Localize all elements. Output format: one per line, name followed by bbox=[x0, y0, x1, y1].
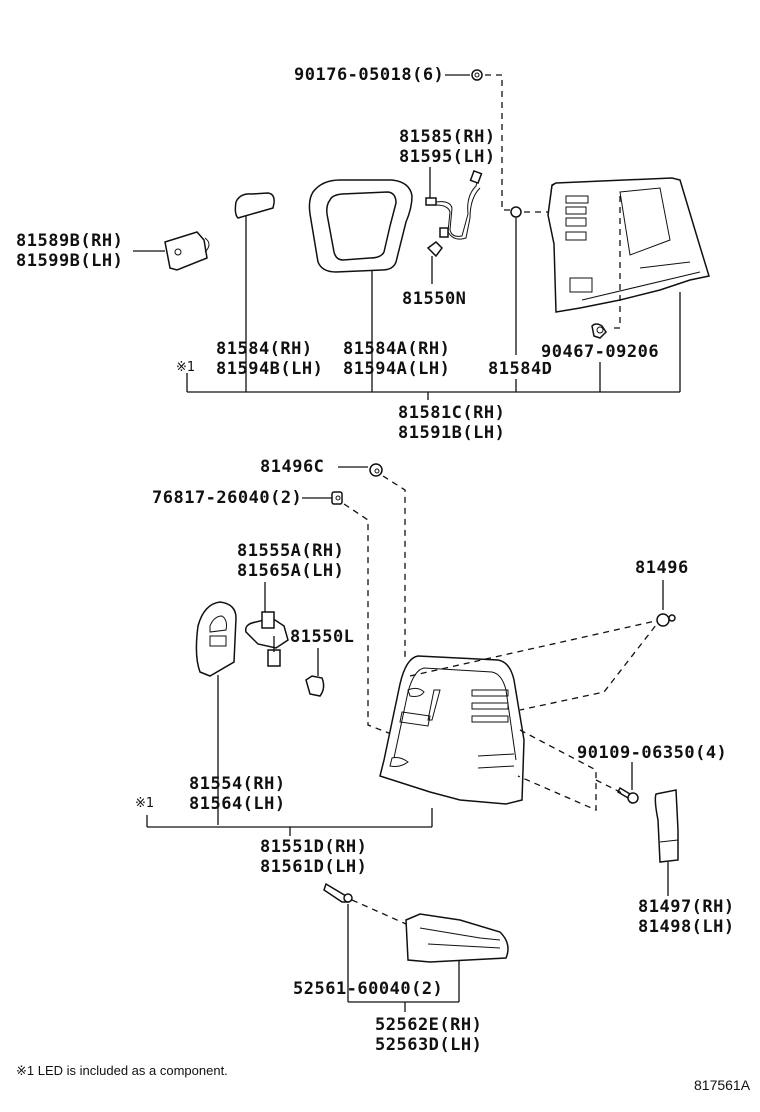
label-52561-60040[interactable]: 52561-60040(2) bbox=[293, 979, 444, 999]
label-81554[interactable]: 81554(RH) bbox=[189, 774, 286, 794]
clip-90467-icon bbox=[591, 323, 607, 339]
label-52562e[interactable]: 52562E(RH) bbox=[375, 1015, 483, 1035]
label-81589b[interactable]: 81589B(RH) bbox=[16, 231, 124, 251]
label-81599b[interactable]: 81599B(LH) bbox=[16, 251, 124, 271]
label-76817-26040[interactable]: 76817-26040(2) bbox=[152, 488, 303, 508]
tail-lamp-upper-icon bbox=[547, 177, 710, 329]
label-90176-05018[interactable]: 90176-05018(6) bbox=[294, 65, 445, 85]
connector-81589b-icon bbox=[133, 231, 210, 271]
label-81585[interactable]: 81585(RH) bbox=[399, 127, 496, 147]
grommet-icon bbox=[510, 206, 522, 218]
bulb-81550n-icon bbox=[426, 241, 443, 284]
label-81551d[interactable]: 81551D(RH) bbox=[260, 837, 368, 857]
screw-52561-icon bbox=[323, 882, 353, 1002]
tail-lamp-lower-icon bbox=[379, 655, 525, 805]
label-81581c[interactable]: 81581C(RH) bbox=[398, 403, 506, 423]
label-81594a[interactable]: 81594A(LH) bbox=[343, 359, 451, 379]
lens-81554-icon bbox=[195, 601, 237, 825]
label-81584[interactable]: 81584(RH) bbox=[216, 339, 313, 359]
footnote: ※1 LED is included as a component. bbox=[16, 1063, 228, 1078]
led-marker-upper: ※1 bbox=[176, 360, 196, 375]
label-81555a[interactable]: 81555A(RH) bbox=[237, 541, 345, 561]
label-81550n[interactable]: 81550N bbox=[402, 289, 467, 309]
label-81496c[interactable]: 81496C bbox=[260, 457, 325, 477]
label-81497[interactable]: 81497(RH) bbox=[638, 897, 735, 917]
socket-81555a-icon bbox=[244, 582, 289, 667]
label-81591b[interactable]: 81591B(LH) bbox=[398, 423, 506, 443]
label-81550l[interactable]: 81550L bbox=[290, 627, 355, 647]
label-81584d[interactable]: 81584D bbox=[488, 359, 553, 379]
label-81498[interactable]: 81498(LH) bbox=[638, 917, 735, 937]
clip-90176-icon bbox=[445, 69, 483, 81]
screw-90109-icon bbox=[617, 762, 639, 804]
bracket-81497-icon bbox=[654, 789, 679, 896]
label-90109-06350[interactable]: 90109-06350(4) bbox=[577, 743, 728, 763]
clip-81496-icon bbox=[656, 580, 676, 627]
label-81584a[interactable]: 81584A(RH) bbox=[343, 339, 451, 359]
label-81561d[interactable]: 81561D(LH) bbox=[260, 857, 368, 877]
label-81594b[interactable]: 81594B(LH) bbox=[216, 359, 324, 379]
lens-81584-icon bbox=[234, 192, 275, 392]
label-81496[interactable]: 81496 bbox=[635, 558, 689, 578]
diagram-id: 817561A bbox=[694, 1077, 751, 1093]
clip-76817-icon bbox=[302, 491, 343, 505]
side-marker-52562e-icon bbox=[405, 913, 509, 1002]
led-marker-lower: ※1 bbox=[135, 796, 155, 811]
gasket-81584a-icon bbox=[308, 179, 413, 392]
label-81565a[interactable]: 81565A(LH) bbox=[237, 561, 345, 581]
label-81595[interactable]: 81595(LH) bbox=[399, 147, 496, 167]
label-90467-09206[interactable]: 90467-09206 bbox=[541, 342, 660, 362]
wire-harness-81585-icon bbox=[425, 167, 483, 240]
label-52563d[interactable]: 52563D(LH) bbox=[375, 1035, 483, 1055]
bulb-81550l-icon bbox=[305, 648, 325, 697]
label-81564[interactable]: 81564(LH) bbox=[189, 794, 286, 814]
clip-81496c-icon bbox=[338, 463, 383, 477]
